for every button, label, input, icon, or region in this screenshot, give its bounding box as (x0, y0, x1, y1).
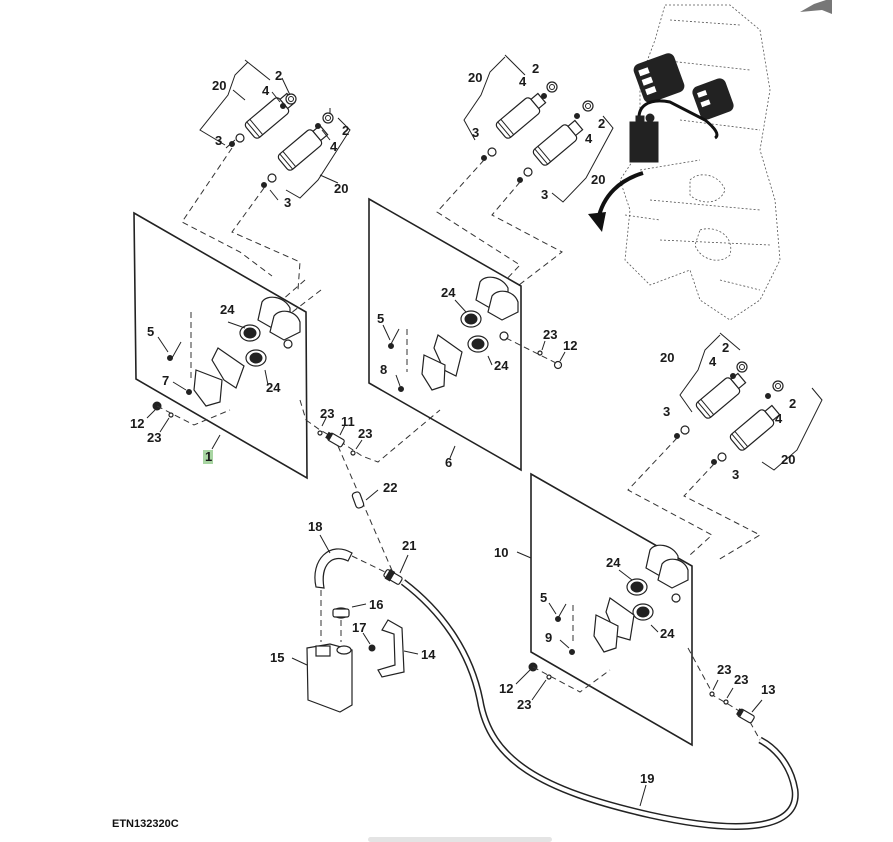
figure-id-label: ETN132320C (112, 818, 179, 830)
callout-24: 24 (441, 285, 456, 300)
callout-3: 3 (732, 467, 739, 482)
reservoir-highlight (629, 113, 659, 163)
callout-8: 8 (380, 362, 387, 377)
valve-plate-2: 24 24 5 8 23 12 6 (368, 197, 577, 472)
callout-5: 5 (540, 590, 547, 605)
callout-4: 4 (330, 139, 338, 154)
callout-17: 17 (352, 620, 366, 635)
callout-24: 24 (606, 555, 621, 570)
callout-24: 24 (266, 380, 281, 395)
reservoir-assembly: 15 16 17 14 (270, 590, 436, 713)
location-overview-illustration (588, 4, 781, 321)
callout-20: 20 (334, 181, 348, 196)
callout-3: 3 (215, 133, 222, 148)
callout-16: 16 (369, 597, 383, 612)
callout-20: 20 (591, 172, 605, 187)
callout-2: 2 (789, 396, 796, 411)
callout-20: 20 (660, 350, 674, 365)
callout-20: 20 (468, 70, 482, 85)
callout-4: 4 (709, 354, 717, 369)
callout-5: 5 (377, 311, 384, 326)
drain-hose: 19 (400, 579, 799, 830)
callout-23: 23 (543, 327, 557, 342)
callout-21: 21 (402, 538, 416, 553)
valve-assembly-1: 20 2 4 3 2 4 20 3 (181, 59, 351, 291)
drain-line-fittings: 23 11 23 22 18 21 (299, 399, 441, 589)
callout-24: 24 (660, 626, 675, 641)
callout-20: 20 (781, 452, 795, 467)
callout-4: 4 (775, 411, 783, 426)
callout-13: 13 (761, 682, 775, 697)
callout-2: 2 (598, 116, 605, 131)
horizontal-scrollbar[interactable] (368, 837, 552, 842)
callout-4: 4 (262, 83, 270, 98)
callout-10: 10 (494, 545, 508, 560)
callout-23: 23 (734, 672, 748, 687)
callout-5: 5 (147, 324, 154, 339)
callout-24: 24 (494, 358, 509, 373)
callout-2: 2 (275, 68, 282, 83)
callout-23: 23 (320, 406, 334, 421)
callout-20: 20 (212, 78, 226, 93)
callout-14: 14 (421, 647, 436, 662)
callout-4: 4 (585, 131, 593, 146)
callout-12: 12 (130, 416, 144, 431)
callout-19: 19 (640, 771, 654, 786)
callout-24: 24 (220, 302, 235, 317)
highlight-marker (203, 450, 213, 464)
callout-2: 2 (722, 340, 729, 355)
callout-23: 23 (358, 426, 372, 441)
callout-18: 18 (308, 519, 322, 534)
callout-2: 2 (342, 123, 349, 138)
callout-2: 2 (532, 61, 539, 76)
valve-plate-1: 24 24 5 7 12 23 1 (130, 211, 322, 480)
valve-stack-right (692, 78, 734, 120)
next-arrow-icon[interactable] (796, 0, 832, 14)
valve-assembly-2: 20 2 4 3 2 4 20 3 (436, 54, 614, 286)
valve-stack-left (633, 53, 685, 103)
callout-3: 3 (284, 195, 291, 210)
callout-7: 7 (162, 373, 169, 388)
valve-plate-3: 24 24 5 9 12 23 10 23 23 13 (494, 472, 775, 747)
callout-22: 22 (383, 480, 397, 495)
callout-3: 3 (541, 187, 548, 202)
callout-9: 9 (545, 630, 552, 645)
callout-23: 23 (517, 697, 531, 712)
callout-12: 12 (563, 338, 577, 353)
callout-12: 12 (499, 681, 513, 696)
callout-3: 3 (472, 125, 479, 140)
callout-1-selected[interactable]: 1 (205, 449, 212, 464)
callout-23: 23 (717, 662, 731, 677)
callout-6: 6 (445, 455, 452, 470)
callout-15: 15 (270, 650, 284, 665)
callout-23: 23 (147, 430, 161, 445)
callout-11: 11 (341, 414, 355, 429)
callout-3: 3 (663, 404, 670, 419)
valve-assembly-3: 20 2 4 3 2 4 20 3 (627, 332, 823, 561)
callout-4: 4 (519, 74, 527, 89)
